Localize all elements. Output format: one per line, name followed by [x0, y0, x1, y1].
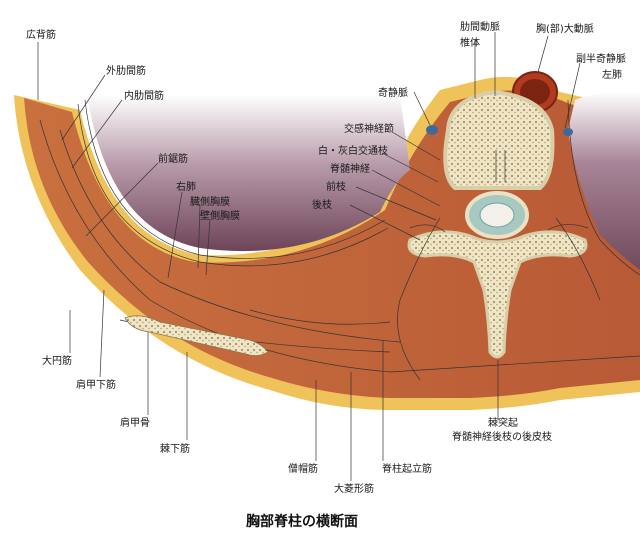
label-spinous-process: 棘突起 — [488, 416, 518, 429]
label-int-intercostal: 内肋間筋 — [124, 89, 164, 102]
label-ext-intercostal: 外肋間筋 — [106, 64, 146, 77]
label-dorsal-ramus-cutaneous: 脊髄神経後枝の後皮枝 — [452, 430, 552, 443]
label-parietal-pleura: 壁側胸膜 — [200, 209, 240, 222]
label-teres-major: 大円筋 — [42, 354, 72, 367]
label-trapezius: 僧帽筋 — [288, 462, 318, 475]
label-spinal-nerve: 脊髄神経 — [330, 162, 370, 175]
label-rami-communicantes: 白・灰白交通枝 — [318, 144, 388, 157]
label-rhomboid-major: 大菱形筋 — [334, 482, 374, 495]
label-intercostal-artery: 肋間動脈 — [460, 20, 500, 33]
label-infraspinatus: 棘下筋 — [160, 442, 190, 455]
scapula-bone — [124, 315, 269, 356]
label-vertebral-body: 椎体 — [460, 36, 480, 49]
label-serratus: 前鋸筋 — [158, 152, 188, 165]
label-subscapularis: 肩甲下筋 — [76, 378, 116, 391]
label-latissimus: 広背筋 — [26, 28, 56, 41]
vertebral-body — [443, 89, 555, 190]
label-ventral-ramus: 前枝 — [326, 180, 346, 193]
label-erector-spinae: 脊柱起立筋 — [382, 462, 432, 475]
label-left-lung: 左肺 — [602, 68, 622, 81]
label-visceral-pleura: 臓側胸膜 — [190, 195, 230, 208]
label-thoracic-aorta: 胸(部)大動脈 — [536, 22, 594, 35]
label-right-lung: 右肺 — [176, 180, 196, 193]
left-lung — [568, 91, 640, 271]
label-sympathetic-ganglion: 交感神経節 — [344, 122, 394, 135]
figure-title: 胸部脊柱の横断面 — [246, 513, 358, 530]
leader-lines — [37, 32, 581, 481]
vertebral-arch — [407, 230, 588, 359]
label-dorsal-ramus: 後枝 — [312, 198, 332, 211]
label-azygos: 奇静脈 — [378, 86, 408, 99]
label-hemiazygos: 副半奇静脈 — [576, 52, 626, 65]
right-lung — [88, 95, 410, 252]
label-scapula: 肩甲骨 — [120, 416, 150, 429]
